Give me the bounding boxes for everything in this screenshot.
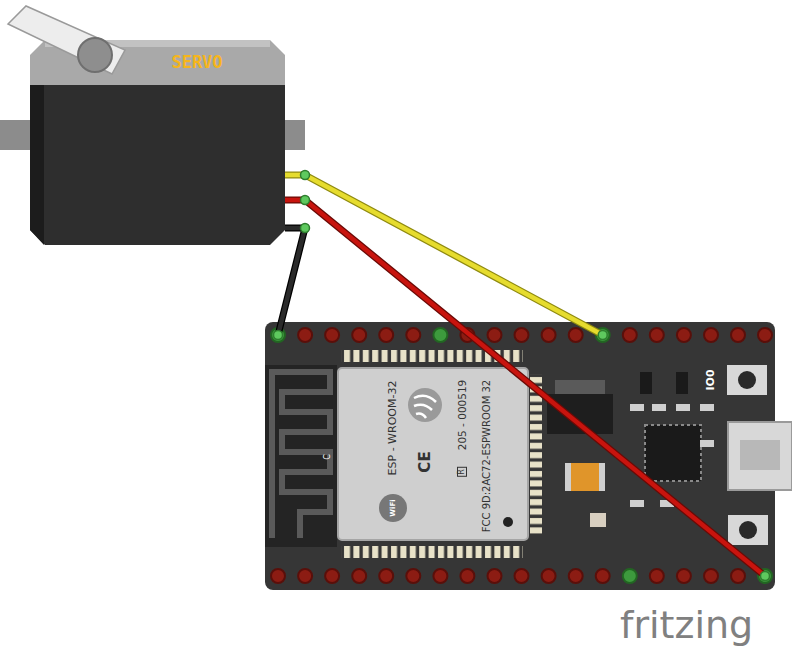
smd-part	[630, 500, 644, 507]
ce-mark: CE	[418, 451, 433, 472]
reset-button-cap	[739, 521, 757, 539]
wire-end	[301, 171, 310, 180]
pin	[433, 569, 447, 583]
wire-end	[761, 572, 770, 581]
pin	[325, 328, 339, 342]
wire-outline	[278, 228, 305, 335]
pin	[542, 328, 556, 342]
header-pins-bottom	[271, 569, 772, 583]
pin	[325, 569, 339, 583]
pin	[650, 328, 664, 342]
smd-part	[700, 440, 714, 447]
wire-end	[598, 331, 607, 340]
esp-wroom-module: ESP - WROOM-32 205 - 000519 FCC 9D:2AC72-E…	[338, 368, 528, 540]
pin	[488, 328, 502, 342]
smd-part	[652, 404, 666, 411]
capacitor-end	[565, 463, 571, 491]
pin	[352, 328, 366, 342]
module-dot	[503, 517, 513, 527]
pin-highlight	[623, 569, 637, 583]
wire-core	[285, 200, 765, 576]
module-name: ESP - WROOM-32	[387, 381, 398, 476]
wire-end	[301, 196, 310, 205]
pin	[298, 569, 312, 583]
servo-body: SERVO	[30, 40, 285, 245]
module-code: 205 - 000519	[457, 380, 468, 451]
pin	[623, 328, 637, 342]
boot-button-cap	[738, 371, 756, 389]
pin	[460, 569, 474, 583]
esp32-board-pcb	[265, 322, 775, 590]
pin	[650, 569, 664, 583]
micro-usb-port	[728, 422, 792, 490]
pin	[758, 328, 772, 342]
pin	[569, 328, 583, 342]
micro-usb-opening	[740, 440, 780, 470]
silkscreen-label: C	[324, 454, 332, 460]
pin	[704, 569, 718, 583]
servo-shaft	[78, 38, 112, 72]
transistor	[676, 372, 688, 394]
pin	[379, 569, 393, 583]
transistor	[640, 372, 652, 394]
antenna-trace	[272, 372, 330, 538]
pin	[731, 569, 745, 583]
ground-wire	[274, 224, 310, 340]
pin	[298, 328, 312, 342]
wire-outline	[285, 200, 765, 576]
antenna-area	[265, 365, 337, 547]
header-pins-top	[271, 328, 772, 342]
pin	[677, 328, 691, 342]
registered-mark: R	[457, 467, 467, 477]
servo-label: SERVO	[171, 54, 222, 71]
regulator-tab	[555, 380, 605, 394]
usb-uart-chip	[645, 425, 701, 481]
smd-part	[590, 513, 606, 527]
capacitor-end	[599, 463, 605, 491]
module-pins-bottom	[341, 546, 523, 558]
esp32-board: IO0ESP - WROOM-32 205 - 000519 FCC 9D:2AC7…	[265, 322, 775, 590]
espressif-logo	[408, 388, 442, 422]
pin	[488, 569, 502, 583]
capacitor	[565, 463, 605, 491]
pin	[731, 328, 745, 342]
watermark: fritzing	[620, 606, 753, 644]
power-wire	[285, 196, 770, 581]
wire-end	[274, 331, 283, 340]
pin	[379, 328, 393, 342]
wire-core	[278, 228, 305, 335]
wifi-logo	[379, 494, 407, 522]
pin	[406, 569, 420, 583]
wifi-mark: WiFi	[390, 499, 397, 516]
smd-part	[700, 404, 714, 411]
module-pins-side	[530, 374, 542, 534]
pin	[677, 569, 691, 583]
reset-button	[728, 515, 768, 545]
servo-body-shape	[30, 85, 285, 245]
pin-highlight	[433, 328, 447, 342]
module-shield	[338, 368, 528, 540]
pin-connected	[271, 328, 285, 342]
fcc-id: FCC 9D:2AC72-ESPWROOM 32	[482, 380, 492, 532]
boot-button	[727, 365, 767, 395]
pin	[569, 569, 583, 583]
pin	[542, 569, 556, 583]
wire-end	[301, 224, 310, 233]
servo-side-shade	[30, 85, 44, 245]
pin	[271, 569, 285, 583]
pin	[406, 328, 420, 342]
pin	[352, 569, 366, 583]
pin-name: IO0	[705, 369, 716, 390]
smd-part	[630, 404, 644, 411]
pin	[596, 569, 610, 583]
pin	[515, 569, 529, 583]
pin	[704, 328, 718, 342]
espressif-logo-lines	[414, 396, 436, 418]
pin	[515, 328, 529, 342]
servo-horn	[8, 6, 125, 74]
smd-part	[676, 404, 690, 411]
